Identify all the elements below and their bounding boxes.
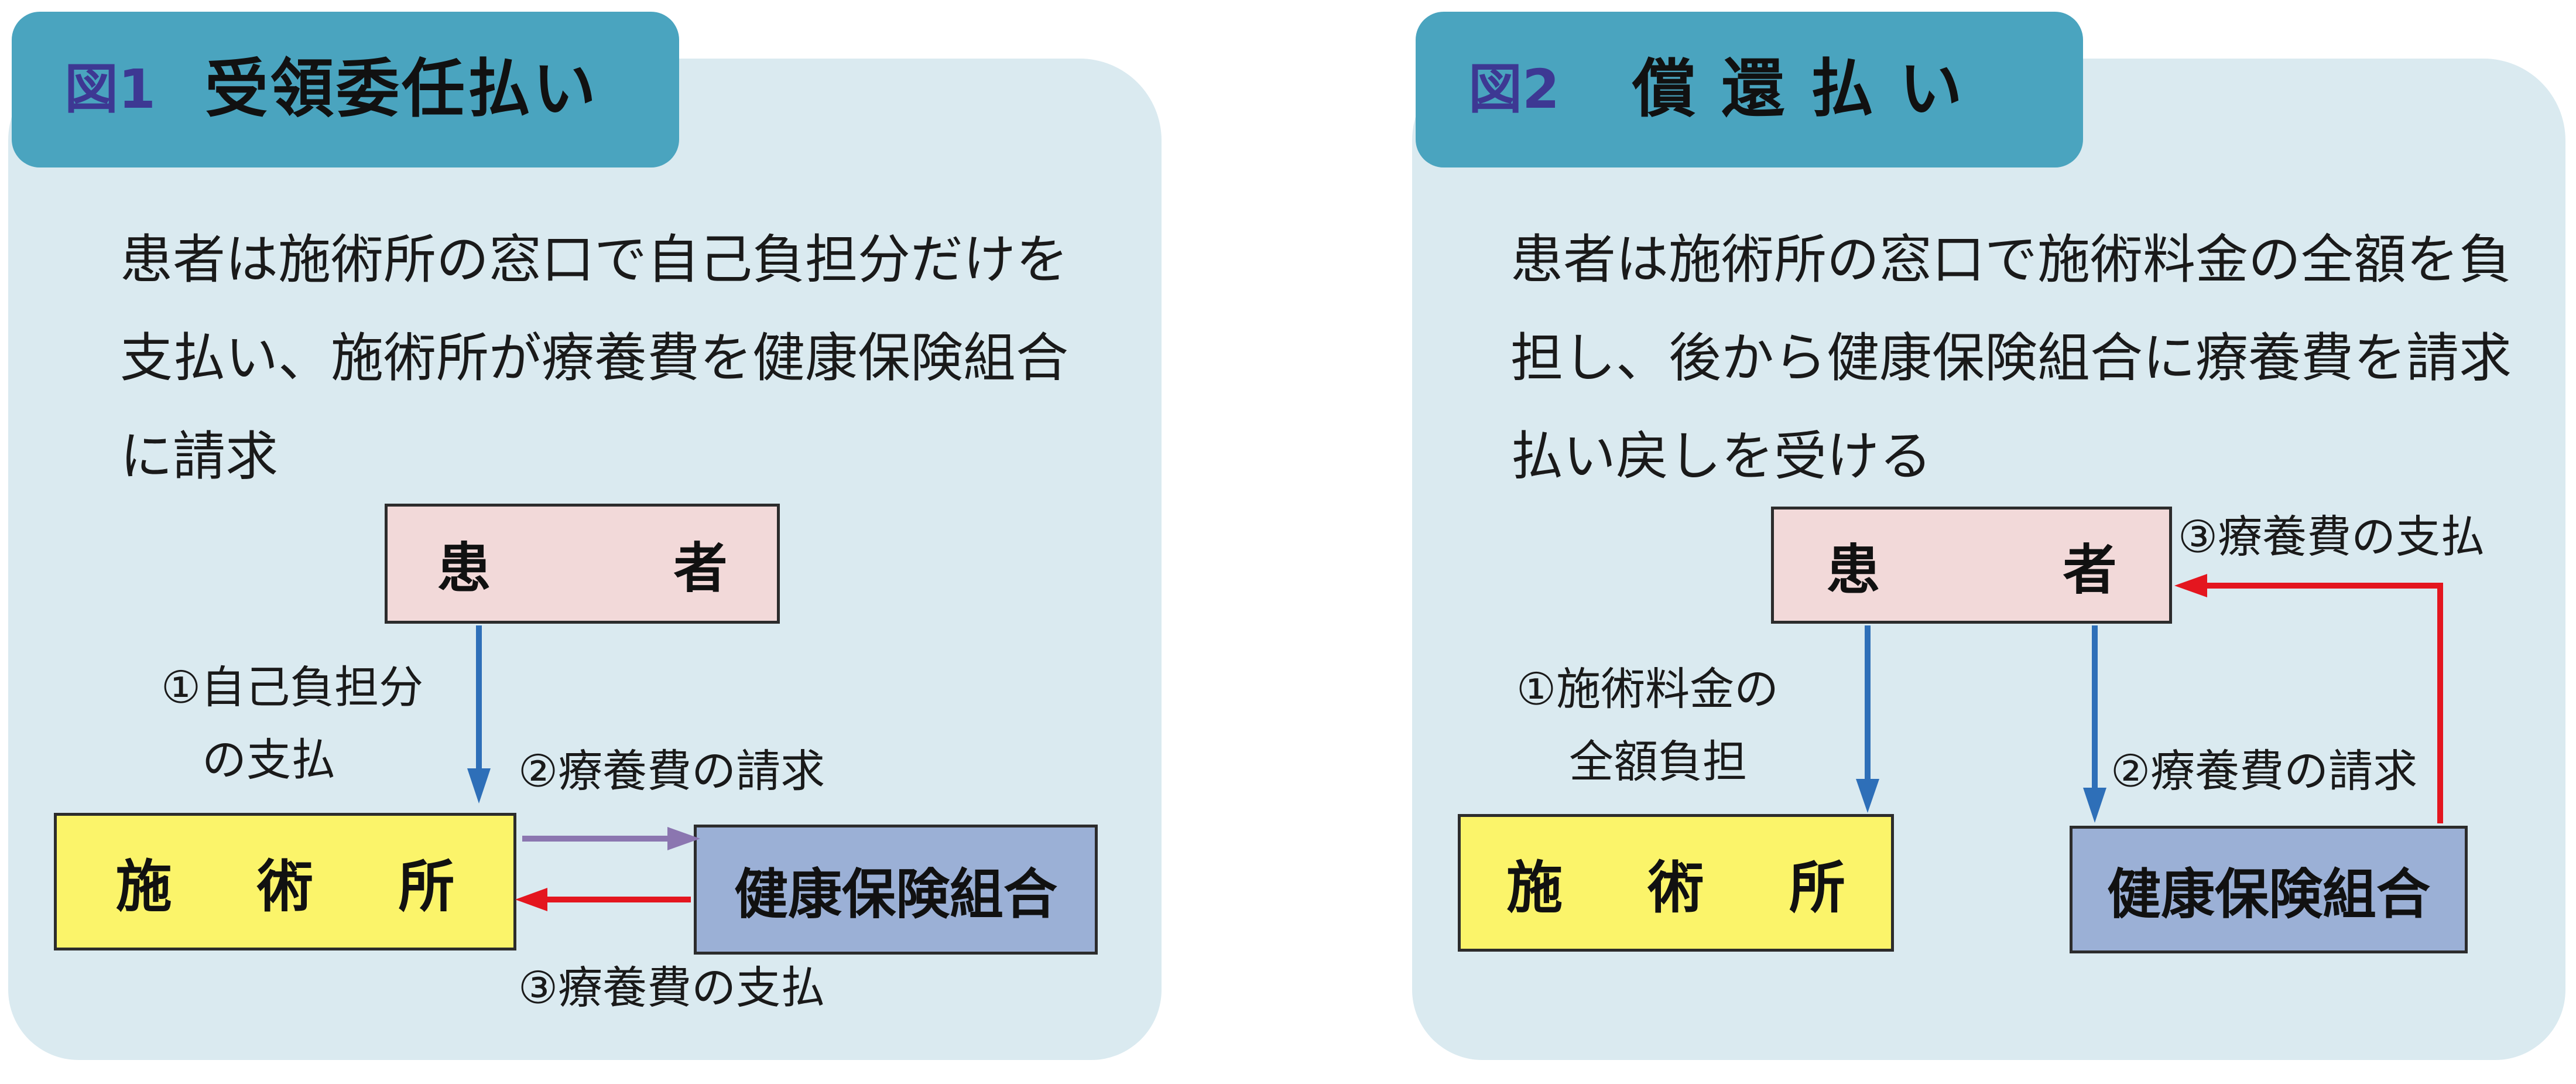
panel2-description-line: 患者は施術所の窓口で施術料金の全額を負	[1510, 229, 2512, 290]
panel1-patient-box: 患 者	[385, 504, 780, 624]
panel2-header-tab: 図2 償還払い	[1416, 12, 2083, 167]
panel2-clinic-box: 施 術 所	[1458, 814, 1894, 952]
panel2-description-line: 担し、後から健康保険組合に療養費を請求	[1510, 327, 2512, 389]
panel2-title: 償還払い	[1632, 53, 1989, 126]
panel2-flow3-label: ③療養費の支払	[2178, 511, 2485, 563]
panel2-description: 患者は施術所の窓口で施術料金の全額を負 担し、後から健康保険組合に療養費を請求 …	[1510, 211, 2512, 506]
panel2-flow2-label: ②療養費の請求	[2111, 745, 2418, 797]
panel2-flow1-label-line: 全額負担	[1569, 736, 1747, 788]
panel2-description-line: 払い戻しを受ける	[1510, 426, 1932, 487]
panel2-patient-box: 患 者	[1771, 507, 2172, 624]
panel1-description: 患者は施術所の窓口で自己負担分だけを 支払い、施術所が療養費を健康保険組合 に請…	[120, 211, 1068, 506]
panel1-clinic-box: 施 術 所	[54, 813, 516, 950]
panel2-flow1-label: ①施術料金の 全額負担	[1516, 653, 1779, 798]
panel1-description-line: 支払い、施術所が療養費を健康保険組合	[120, 327, 1068, 389]
panel1-description-line: 患者は施術所の窓口で自己負担分だけを	[120, 229, 1068, 290]
panel1-header-tab: 図1 受領委任払い	[12, 12, 679, 167]
panel1-flow1-label: ①自己負担分 の支払	[161, 651, 423, 796]
panel1-flow1-label-line: ①自己負担分	[161, 661, 424, 713]
panel1-insurer-box: 健康保険組合	[694, 825, 1098, 955]
panel1-flow1-label-line: の支払	[202, 734, 335, 786]
panel2-insurer-box: 健康保険組合	[2070, 826, 2468, 953]
panel1-flow2-label: ②療養費の請求	[518, 745, 825, 797]
panel1-figure-number: 図1	[64, 58, 156, 121]
panel1-flow3-label: ③療養費の支払	[518, 962, 825, 1014]
panel1-title: 受領委任払い	[205, 53, 599, 126]
panel2-figure-number: 図2	[1468, 58, 1560, 121]
panel2-flow1-label-line: ①施術料金の	[1516, 663, 1779, 715]
panel1-description-line: に請求	[120, 426, 278, 487]
